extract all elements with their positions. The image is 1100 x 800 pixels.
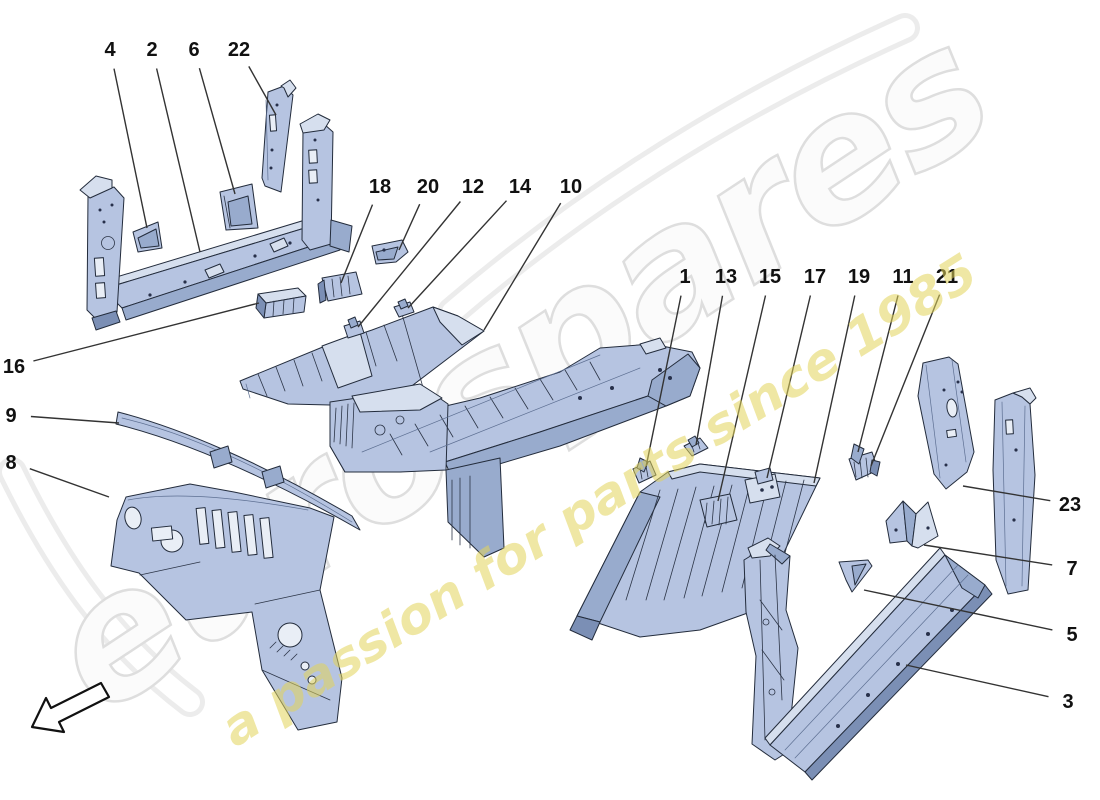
part-23-pillar	[917, 356, 975, 490]
part-18-bracket	[317, 271, 363, 304]
callout-label-14: 14	[509, 176, 532, 198]
leader-line-18	[340, 204, 374, 284]
callout-label-12: 12	[462, 176, 484, 198]
callout-label-13: 13	[715, 266, 737, 288]
part-7-bracket	[885, 500, 939, 549]
part-8-firewall	[110, 483, 343, 731]
part-14-bracket	[393, 298, 415, 318]
callout-label-18: 18	[369, 176, 391, 198]
leader-line-3	[905, 664, 1049, 698]
part-10-front-floor-panel	[239, 298, 485, 406]
callout-label-23: 23	[1059, 494, 1081, 516]
leader-line-20	[398, 203, 421, 251]
direction-arrow-icon	[30, 681, 111, 734]
callout-label-3: 3	[1062, 691, 1073, 713]
callout-label-22: 22	[228, 39, 250, 61]
leader-line-6	[198, 68, 236, 195]
callout-label-5: 5	[1066, 624, 1077, 646]
callout-label-1: 1	[679, 266, 690, 288]
callout-label-19: 19	[848, 266, 870, 288]
leader-line-2	[155, 68, 201, 253]
callout-label-10: 10	[560, 176, 582, 198]
callout-label-16: 16	[3, 356, 25, 378]
part-front-frame-assembly	[79, 79, 353, 331]
callout-label-17: 17	[804, 266, 826, 288]
leader-line-13	[695, 295, 724, 446]
part-16-bracket	[255, 287, 307, 319]
leader-line-8	[29, 468, 110, 498]
part-1-bracket	[632, 457, 657, 484]
leader-line-5	[863, 589, 1053, 631]
leader-line-15	[717, 295, 767, 502]
part-4-gusset	[132, 221, 163, 253]
leader-line-17	[766, 295, 812, 479]
part-rear-pillar	[992, 387, 1037, 595]
callout-label-11: 11	[892, 266, 913, 288]
part-20-bracket	[371, 239, 409, 265]
leader-line-12	[357, 201, 461, 328]
callout-label-9: 9	[5, 405, 16, 427]
part-22-pillar	[261, 79, 297, 193]
leader-line-21	[870, 294, 941, 467]
callout-label-4: 4	[104, 39, 116, 61]
leader-line-1	[645, 295, 682, 468]
part-9-cowl-crossmember	[115, 411, 361, 531]
callout-label-7: 7	[1066, 558, 1077, 580]
leader-line-11	[857, 295, 899, 453]
part-central-tunnel	[329, 337, 701, 558]
part-3-sill-assembly	[743, 537, 993, 781]
part-5-gusset	[838, 559, 873, 593]
part-6-gusset	[219, 183, 259, 231]
leader-line-16	[33, 302, 260, 362]
leader-line-14	[407, 200, 508, 309]
callout-label-15: 15	[759, 266, 781, 288]
part-11-21-bracket	[848, 443, 881, 481]
callout-label-6: 6	[188, 39, 199, 61]
part-15-bracket	[699, 493, 738, 528]
callout-label-21: 21	[936, 266, 958, 288]
leader-line-4	[113, 68, 148, 229]
leader-line-22	[248, 66, 277, 116]
leader-line-19	[813, 295, 856, 484]
callout-label-8: 8	[5, 452, 16, 474]
callout-label-20: 20	[417, 176, 439, 198]
callout-label-2: 2	[146, 39, 157, 61]
leader-line-7	[923, 544, 1053, 566]
leader-line-23	[962, 485, 1051, 502]
leader-line-9	[30, 415, 120, 424]
leader-line-10	[483, 202, 562, 331]
